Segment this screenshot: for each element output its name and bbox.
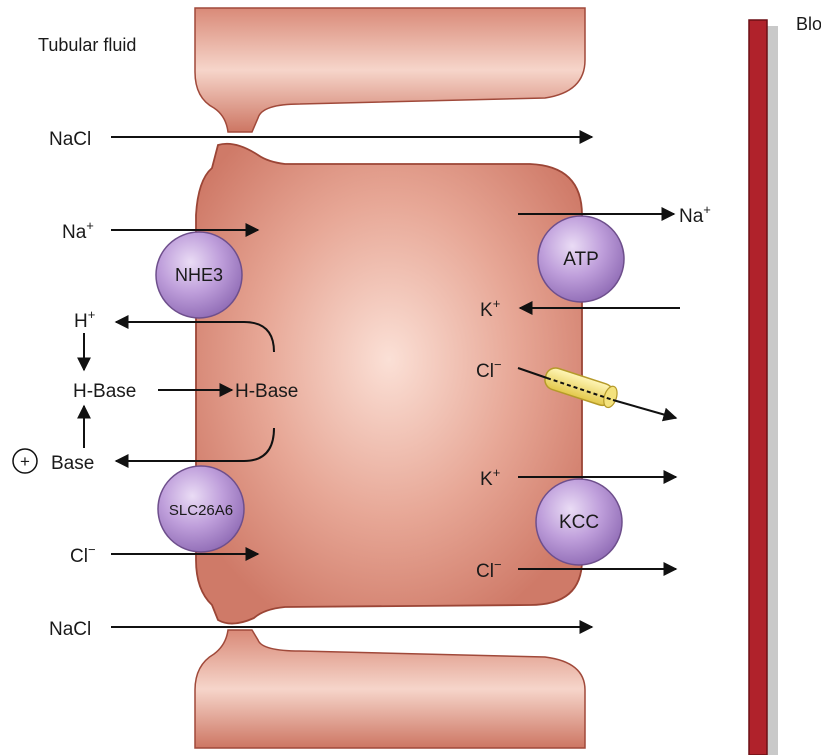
- hbase-outside-label: H-Base: [73, 381, 136, 402]
- slc-base-exchange-arrow: [114, 427, 275, 468]
- base-label: Base: [51, 453, 94, 474]
- blood-label: Blo: [796, 14, 821, 34]
- plus-symbol: +: [20, 452, 30, 471]
- cl-channel-arrow-dashed: [546, 377, 614, 401]
- slc26a6-transporter: [157, 465, 245, 553]
- nhe3-label: NHE3: [175, 265, 223, 285]
- nacl-bottom-label: NaCl: [49, 619, 91, 640]
- k-in-label: K+: [480, 296, 500, 321]
- slc26a6-label: SLC26A6: [169, 502, 233, 519]
- atp-pump: [537, 215, 625, 303]
- top-cell-slice: [194, 7, 586, 133]
- nhe3-h-exchange-arrow: [114, 315, 275, 353]
- h-out-label: H+: [74, 307, 95, 332]
- epithelial-cell: [195, 142, 583, 625]
- cl-channel-arrow-inside: [517, 367, 548, 379]
- nhe3-transporter: [155, 231, 243, 319]
- na-out-label: Na+: [679, 202, 711, 227]
- blood-vessel: [748, 19, 768, 755]
- hbase-inside-label: H-Base: [235, 381, 298, 402]
- cl-out-label: Cl−: [476, 557, 502, 582]
- cl-channel: [544, 367, 618, 409]
- plus-circle: [12, 448, 38, 474]
- nacl-top-label: NaCl: [49, 129, 91, 150]
- k-out-label: K+: [480, 465, 500, 490]
- cl-in-label: Cl−: [70, 542, 96, 567]
- cl-channel-arrow-outside: [612, 399, 678, 422]
- tubular-fluid-label: Tubular fluid: [38, 35, 136, 55]
- atp-label: ATP: [563, 249, 599, 270]
- na-in-label: Na+: [62, 218, 94, 243]
- bottom-cell-slice: [194, 629, 586, 749]
- cl-channel-label: Cl−: [476, 357, 502, 382]
- kcc-transporter: [535, 478, 623, 566]
- kcc-label: KCC: [559, 512, 599, 533]
